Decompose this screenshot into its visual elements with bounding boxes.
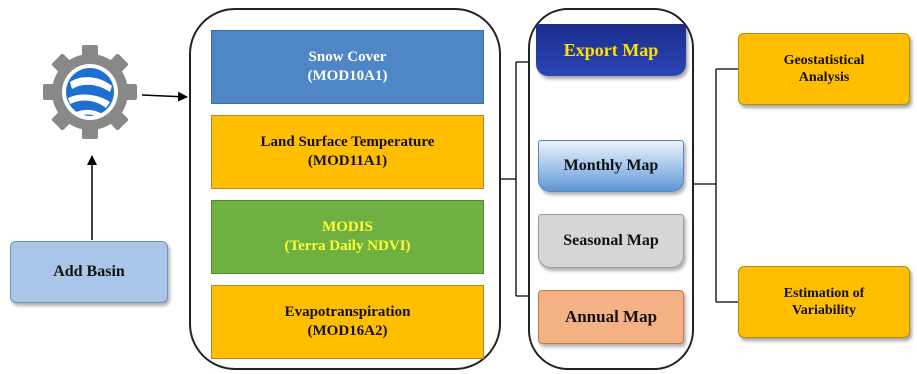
output-line1: Estimation of (783, 285, 865, 301)
dataset-snow-cover: Snow Cover (MOD10A1) (211, 30, 484, 104)
dataset-line2: (MOD16A2) (307, 323, 388, 339)
annual-map-box: Annual Map (538, 290, 684, 344)
output-line1: Geostatistical (783, 52, 865, 68)
datasets-maps-bracket (500, 61, 530, 297)
add-basin-box: Add Basin (10, 241, 168, 303)
monthly-map-box: Monthly Map (538, 140, 684, 192)
google-earth-engine-gear-icon (43, 45, 137, 139)
dataset-modis-ndvi: MODIS (Terra Daily NDVI) (211, 200, 484, 274)
dataset-line2: (MOD11A1) (307, 153, 388, 169)
dataset-evapotranspiration: Evapotranspiration (MOD16A2) (211, 285, 484, 359)
dataset-land-surface-temperature: Land Surface Temperature (MOD11A1) (211, 115, 484, 189)
globe-icon (66, 68, 114, 116)
add-basin-label: Add Basin (53, 263, 125, 280)
estimation-of-variability-box: Estimation of Variability (738, 266, 910, 338)
dataset-line2: (MOD10A1) (307, 68, 388, 84)
dataset-line1: Land Surface Temperature (260, 134, 435, 151)
monthly-map-label: Monthly Map (563, 157, 659, 174)
output-line2: Variability (791, 303, 857, 318)
export-map-label: Export Map (563, 39, 659, 60)
dataset-line1: Snow Cover (308, 49, 387, 66)
logo-to-datasets-arrow (141, 91, 188, 102)
dataset-line2: (Terra Daily NDVI) (284, 238, 411, 254)
dataset-line1: MODIS (322, 219, 373, 236)
export-map-box: Export Map (536, 24, 686, 76)
seasonal-map-box: Seasonal Map (538, 214, 684, 268)
output-line2: Analysis (798, 70, 850, 85)
dataset-line1: Evapotranspiration (284, 304, 411, 321)
annual-map-label: Annual Map (564, 307, 658, 327)
geostatistical-analysis-box: Geostatistical Analysis (738, 33, 910, 105)
seasonal-map-label: Seasonal Map (563, 232, 659, 249)
maps-outputs-bracket (694, 68, 738, 303)
